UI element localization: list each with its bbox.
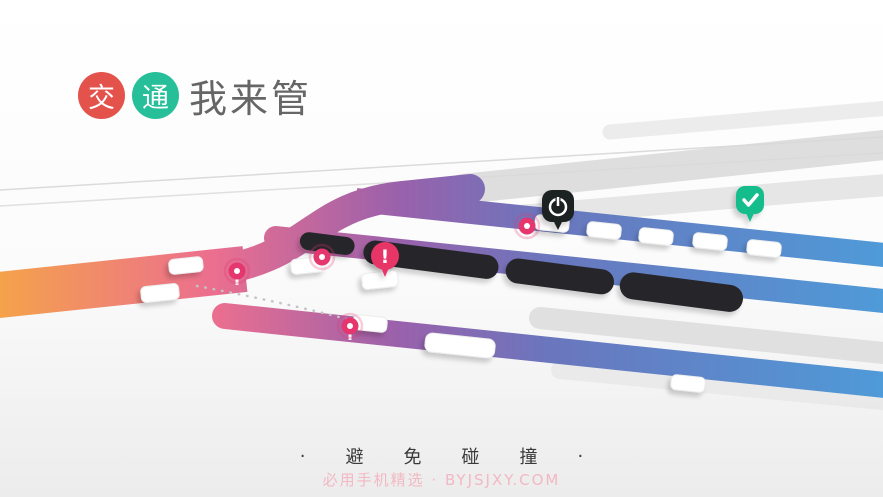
- ghost-road: [529, 307, 883, 365]
- car: [670, 374, 706, 393]
- caption-text: 避免碰撞: [345, 447, 578, 468]
- marker-halo: [513, 212, 541, 240]
- road-lane-lower: [212, 303, 883, 398]
- bus: [424, 332, 496, 359]
- check-icon: [742, 193, 759, 207]
- marker-halo: [308, 243, 336, 271]
- power-icon: [548, 196, 568, 217]
- alert-pin: !: [371, 242, 399, 277]
- stop-marker[interactable]: [308, 243, 336, 271]
- watermark: 必用手机精选 · BYJSJXY.COM: [322, 471, 561, 489]
- game-title: 交 通 我来管: [78, 68, 312, 123]
- stop-marker[interactable]: [223, 257, 251, 285]
- caption-dot-right: ·: [577, 445, 584, 467]
- ghost-road: [447, 129, 883, 204]
- exclamation-icon: !: [381, 246, 390, 268]
- train-head: [299, 232, 355, 255]
- marker-halo: [336, 312, 364, 340]
- road-lane-right-traffic: [354, 188, 883, 267]
- stop-marker[interactable]: [513, 212, 541, 240]
- pause-pin[interactable]: [542, 190, 574, 230]
- train-segment: [505, 258, 614, 295]
- check-pin: [736, 186, 764, 222]
- title-badge-2: 通: [132, 72, 179, 119]
- car: [746, 239, 782, 258]
- ghost-road: [602, 101, 883, 140]
- car: [638, 227, 674, 246]
- car: [692, 232, 728, 251]
- caption-dot-left: ·: [299, 445, 306, 467]
- ghost-road: [551, 361, 883, 411]
- vehicles: [140, 214, 782, 393]
- car: [140, 283, 180, 303]
- pin-body: [736, 186, 764, 214]
- hint-caption: · 避免碰撞 ·: [0, 443, 883, 469]
- train-segment: [619, 272, 743, 312]
- car: [361, 270, 399, 290]
- title-badge-1: 交: [78, 72, 125, 119]
- dashed-route-guide: [195, 284, 356, 323]
- stop-marker[interactable]: [336, 312, 364, 340]
- car: [586, 221, 622, 240]
- pin-body: [371, 242, 399, 270]
- car: [168, 256, 204, 275]
- title-text: 我来管: [189, 77, 313, 121]
- marker-halo: [223, 257, 251, 285]
